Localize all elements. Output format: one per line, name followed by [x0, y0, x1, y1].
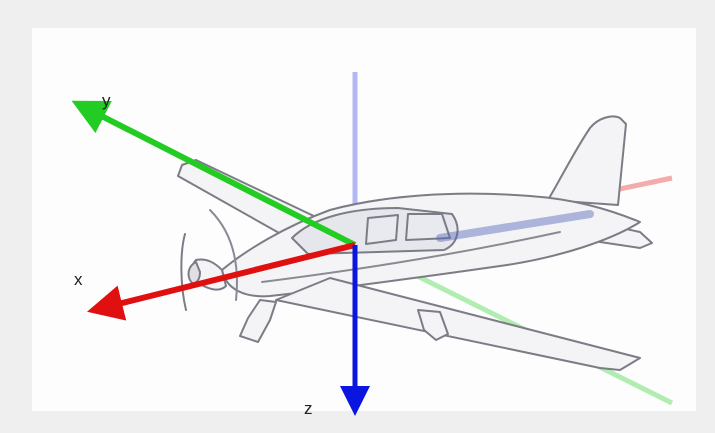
airplane-icon [177, 115, 653, 371]
z-axis-label: z [304, 399, 313, 418]
y-axis-label: y [102, 91, 111, 110]
y-axis-arrow [71, 100, 357, 248]
x-axis-label: x [74, 270, 83, 289]
x-axis-arrow [87, 242, 356, 321]
